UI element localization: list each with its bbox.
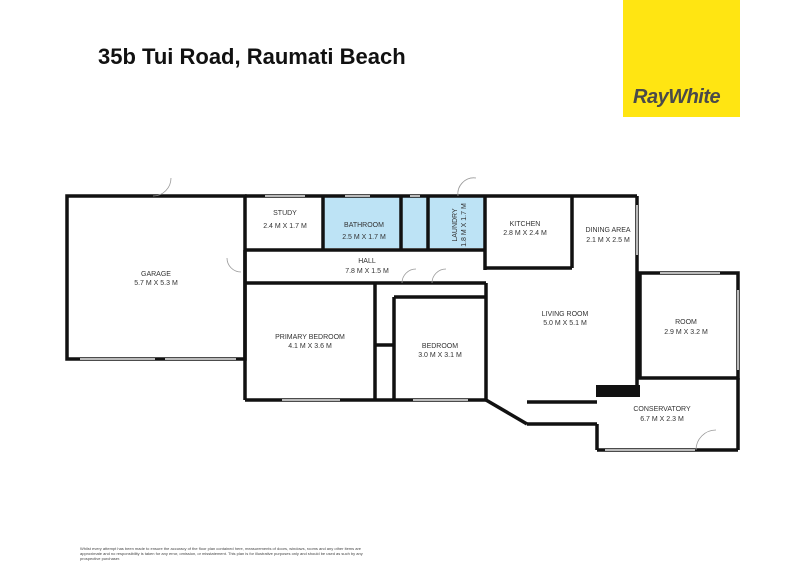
svg-text:2.4 M X 1.7 M: 2.4 M X 1.7 M [263,223,307,230]
svg-text:5.0 M X 5.1 M: 5.0 M X 5.1 M [543,320,587,327]
svg-text:STUDY: STUDY [273,210,297,217]
svg-text:4.1 M X 3.6 M: 4.1 M X 3.6 M [288,343,332,350]
svg-text:1.8 M X 1.7 M: 1.8 M X 1.7 M [461,203,468,247]
svg-text:3.0 M X 3.1 M: 3.0 M X 3.1 M [418,352,462,359]
svg-text:KITCHEN: KITCHEN [510,221,541,228]
svg-text:2.8 M X 2.4 M: 2.8 M X 2.4 M [503,230,547,237]
svg-text:2.1 M X 2.5 M: 2.1 M X 2.5 M [586,237,630,244]
svg-text:6.7 M X 2.3 M: 6.7 M X 2.3 M [640,416,684,423]
svg-text:7.8 M X 1.5 M: 7.8 M X 1.5 M [345,268,389,275]
svg-text:LAUNDRY: LAUNDRY [452,208,459,242]
svg-text:2.5 M X 1.7 M: 2.5 M X 1.7 M [342,234,386,241]
disclaimer-text: Whilst every attempt has been made to en… [80,546,363,561]
svg-text:5.7 M X 5.3 M: 5.7 M X 5.3 M [134,280,178,287]
svg-text:HALL: HALL [358,258,376,265]
svg-text:BEDROOM: BEDROOM [422,343,458,350]
svg-text:CONSERVATORY: CONSERVATORY [633,406,691,413]
room-label-garage: GARAGE [141,271,171,278]
svg-text:LIVING ROOM: LIVING ROOM [542,311,589,318]
svg-text:ROOM: ROOM [675,319,697,326]
property-address-title: 35b Tui Road, Raumati Beach [98,44,406,69]
svg-text:DINING AREA: DINING AREA [585,227,630,234]
svg-text:2.9 M X 3.2 M: 2.9 M X 3.2 M [664,329,708,336]
brand-name: RayWhite [633,86,721,108]
svg-text:BATHROOM: BATHROOM [344,222,384,229]
svg-text:PRIMARY BEDROOM: PRIMARY BEDROOM [275,334,345,341]
raywhite-logo: RayWhite [623,0,740,117]
